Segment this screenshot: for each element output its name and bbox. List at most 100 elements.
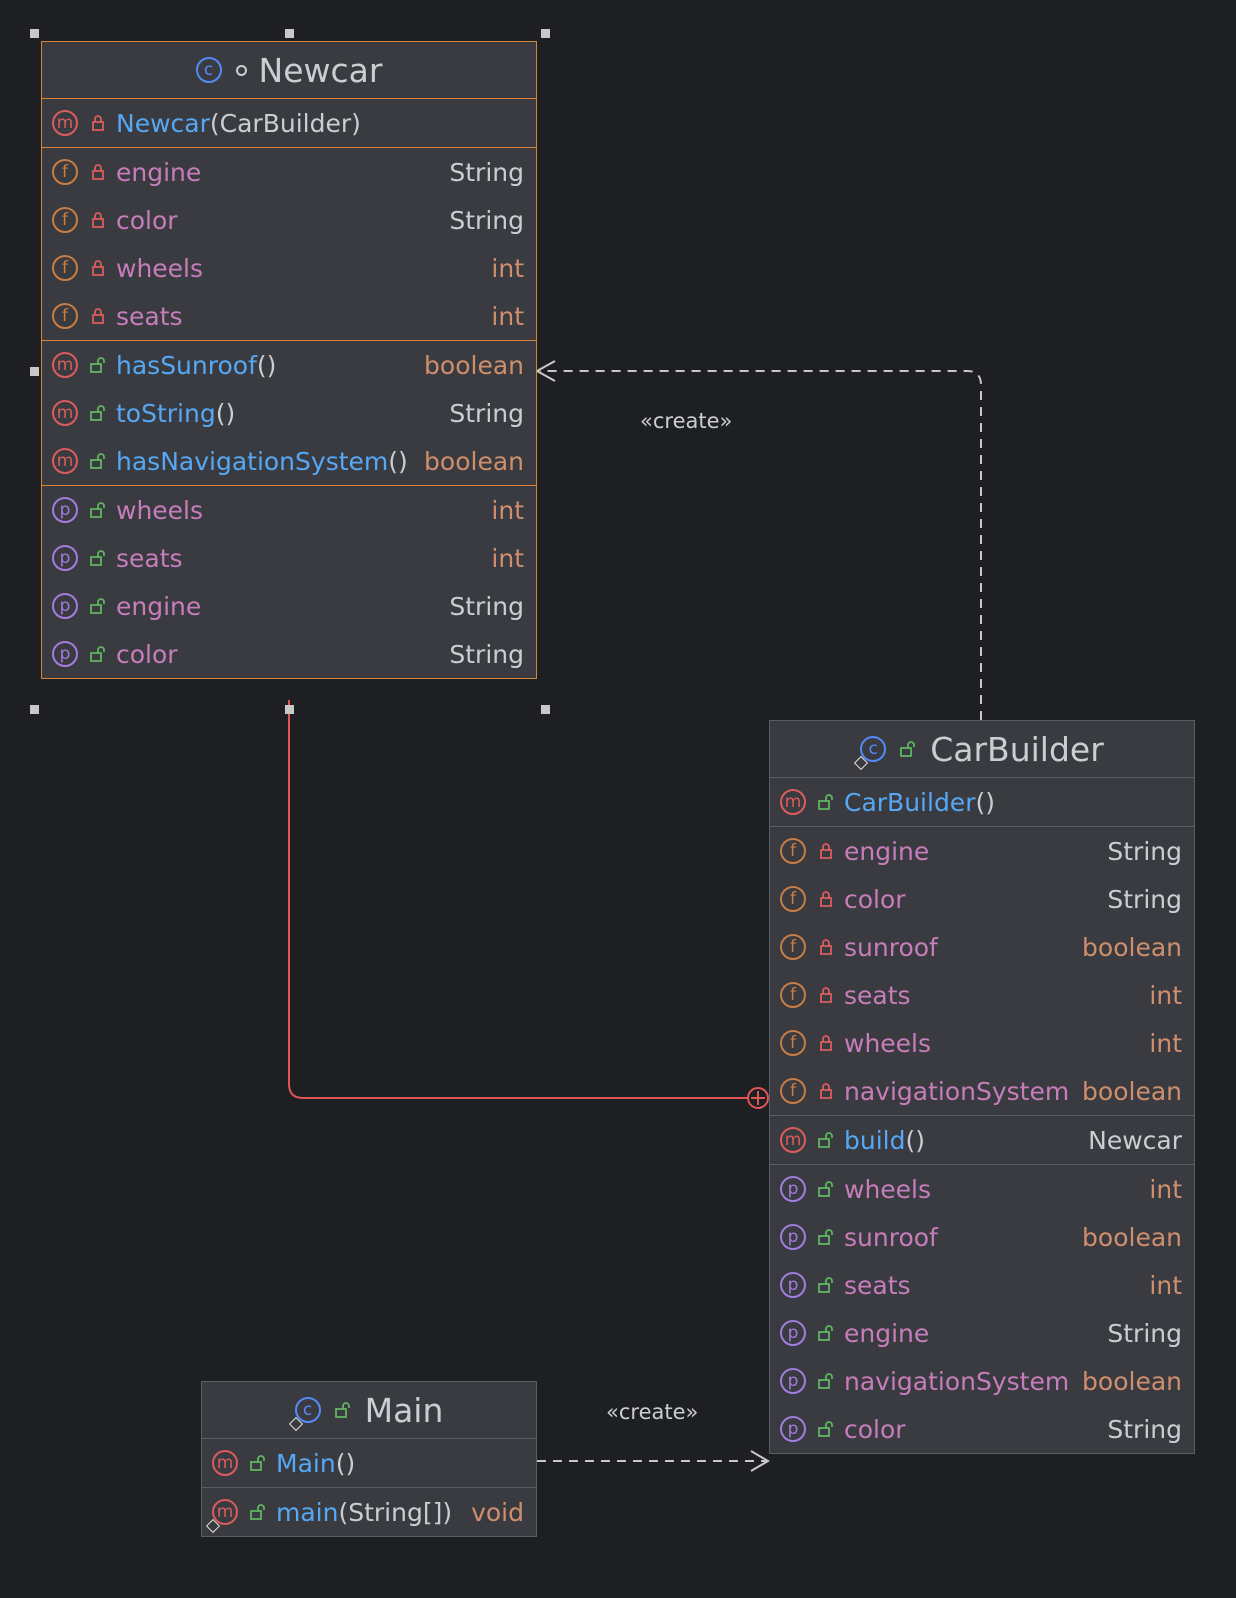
property-icon-badge: p [780,1176,806,1202]
paren-close: ) [351,108,361,138]
selection-handle-s[interactable] [285,705,294,714]
property-icon: p [780,1320,806,1346]
member-type: String [1107,884,1182,914]
selection-handle-se[interactable] [541,705,550,714]
method-icon: m [52,448,78,474]
property-icon-badge: p [52,641,78,667]
runnable-class-icon: c [288,1397,321,1432]
selection-handle-ne[interactable] [541,29,550,38]
selection-handle-sw[interactable] [30,705,39,714]
public-unlock-icon [250,1504,265,1520]
property-icon-badge: p [780,1320,806,1346]
member-type: void [471,1497,524,1527]
field-icon: f [780,934,806,960]
paren-open: ( [338,1497,349,1527]
class-c-icon: c [860,736,887,762]
selection-handle-n[interactable] [285,29,294,38]
selection-handle-nw[interactable] [30,29,39,38]
member-name: engine [116,591,202,621]
member-type: int [1149,1270,1182,1300]
private-lock-icon [92,115,104,131]
member-type: boolean [1082,1076,1182,1106]
paren-close: ) [442,1497,453,1527]
method-icon: m [780,789,806,815]
inner-class-link[interactable] [288,700,748,1099]
method-icon-badge: m [212,1450,238,1476]
member-name: CarBuilder [844,787,976,817]
package-private-dot-icon [235,64,247,76]
field-icon-badge: f [52,207,78,233]
static-class-icon: c [854,736,887,771]
member-params: String[] [348,1497,443,1527]
property-icon: p [780,1368,806,1394]
property-icon-badge: p [780,1224,806,1250]
paren-open: ( [215,398,226,428]
private-lock-icon [92,212,104,228]
property-icon: p [52,641,78,667]
member-name: hasNavigationSystem [116,446,389,476]
create-edge-arrowhead [534,360,556,382]
member-type: boolean [424,446,524,476]
member-name: hasSunroof [116,350,257,380]
private-lock-icon [820,939,832,955]
field-icon: f [780,1030,806,1056]
member-name: seats [116,543,183,573]
field-icon-badge: f [780,982,806,1008]
create-label-top: «create» [640,409,733,433]
selection-handle-w[interactable] [30,367,39,376]
public-unlock-icon [818,1229,833,1245]
member-type: String [1107,1318,1182,1348]
member-name: seats [844,980,911,1010]
property-icon: p [780,1416,806,1442]
field-icon-badge: f [780,838,806,864]
method-icon: m [52,400,78,426]
paren-close: ) [915,1125,926,1155]
member-type: int [1149,1174,1182,1204]
property-icon-badge: p [780,1368,806,1394]
property-icon-badge: p [52,545,78,571]
public-unlock-icon [818,1132,833,1148]
member-name: wheels [844,1028,932,1058]
create-edge-builder-newcar[interactable] [540,370,982,720]
public-unlock-icon [90,357,105,373]
paren-close: ) [985,787,996,817]
member-type: Newcar [1088,1125,1182,1155]
